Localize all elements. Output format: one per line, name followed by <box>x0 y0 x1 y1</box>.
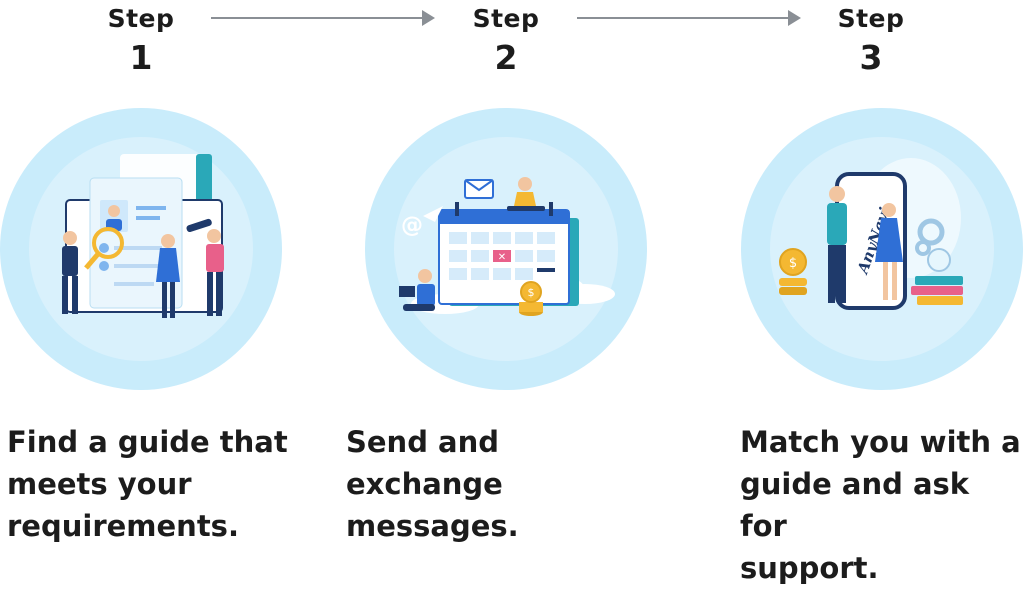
step-2-illustration: ✕ $ @ <box>365 108 647 390</box>
step-2-header: Step 2 <box>436 4 576 78</box>
arrow-step-2-to-3 <box>577 10 801 26</box>
svg-text:$: $ <box>528 286 535 299</box>
step-3-description-line-2: guide and ask for <box>740 467 970 543</box>
svg-text:@: @ <box>401 213 423 238</box>
step-3-description-line-1: Match you with a <box>740 425 1021 459</box>
step-1-header: Step 1 <box>71 4 211 78</box>
step-1-description: Find a guide that meets your requirement… <box>7 421 297 547</box>
step-2-label: Step <box>472 4 540 33</box>
step-3-label: Step <box>837 4 905 33</box>
svg-text:✕: ✕ <box>498 252 506 263</box>
step-1-description-line-3: requirements. <box>7 509 239 543</box>
step-3-description-line-3: support. <box>740 551 879 585</box>
step-3-number: 3 <box>859 38 883 77</box>
step-1-description-line-2: meets your <box>7 467 192 501</box>
step-3-description: Match you with a guide and ask for suppo… <box>740 421 1024 589</box>
step-2-description-line-2: exchange messages. <box>346 467 519 543</box>
step-1-illustration <box>0 108 282 390</box>
step-1-number: 1 <box>129 38 153 77</box>
arrow-step-1-to-2 <box>211 10 435 26</box>
step-2-description-line-1: Send and <box>346 425 500 459</box>
svg-text:$: $ <box>789 256 797 271</box>
step-3-illustration: AnyNavi $ <box>741 108 1023 390</box>
step-2-number: 2 <box>494 38 518 77</box>
step-3-header: Step 3 <box>801 4 941 78</box>
step-2-description: Send and exchange messages. <box>346 421 666 547</box>
step-1-label: Step <box>107 4 175 33</box>
step-1-description-line-1: Find a guide that <box>7 425 288 459</box>
